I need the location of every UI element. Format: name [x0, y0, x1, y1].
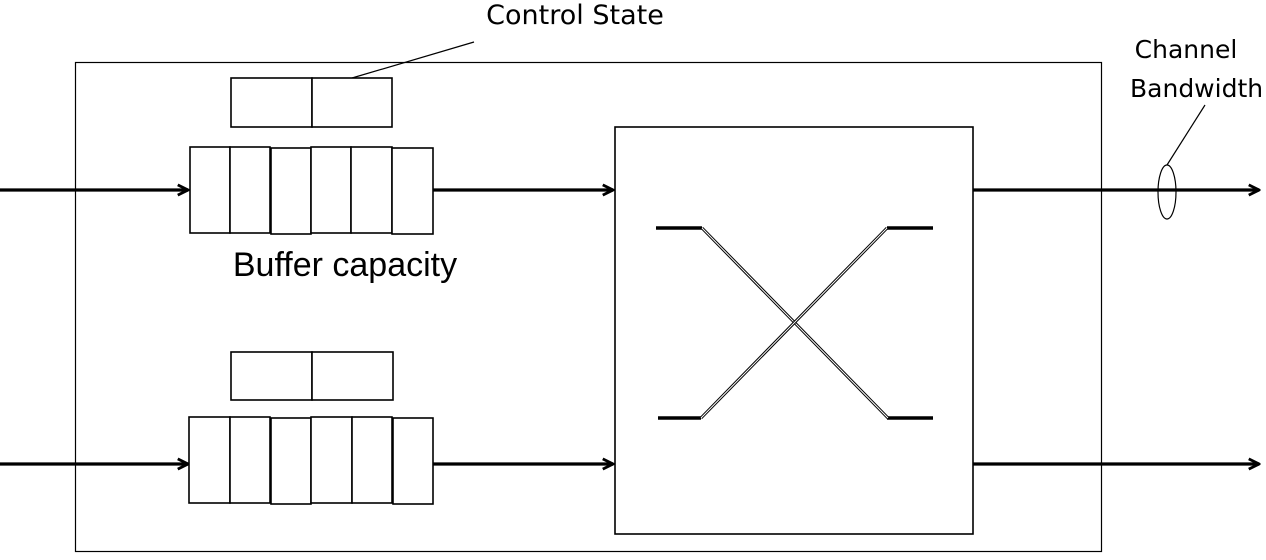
- control-state-field: [311, 351, 394, 401]
- control-state-field: [230, 77, 313, 128]
- buffer-slot: [189, 146, 231, 234]
- input-port-1: [0, 77, 613, 235]
- buffer-slot: [188, 416, 231, 504]
- crossbar-switch: [614, 126, 974, 535]
- control-state-field: [230, 351, 313, 401]
- buffer-capacity-label: Buffer capacity: [233, 246, 457, 284]
- buffer-slot: [229, 416, 271, 504]
- router-boundary: [74, 61, 1103, 553]
- control-state-field: [311, 77, 393, 128]
- input-port-2: [0, 351, 613, 505]
- control-state-1: [230, 77, 393, 128]
- buffer-slot: [351, 416, 393, 504]
- channel-bandwidth-ellipse: [1157, 164, 1177, 220]
- buffer-slot: [270, 147, 312, 235]
- input-buffer-2: [188, 416, 434, 505]
- buffer-slot: [350, 146, 393, 234]
- buffer-slot: [391, 147, 434, 235]
- buffer-slot: [392, 417, 434, 505]
- buffer-slot: [229, 146, 271, 234]
- channel-bandwidth-label-line1: Channel: [1135, 35, 1238, 64]
- buffer-slot: [270, 417, 312, 505]
- channel-bandwidth-leader-line: [1166, 104, 1206, 166]
- buffer-slot: [310, 146, 352, 234]
- crossbar-connection-2-to-1: [699, 226, 889, 420]
- channel-bandwidth-label-line2: Bandwidth: [1130, 74, 1263, 103]
- control-state-leader-line: [351, 41, 475, 79]
- control-state-2: [230, 351, 394, 401]
- control-state-label: Control State: [486, 0, 664, 31]
- crossbar-box: [614, 126, 974, 535]
- input-buffer-1: [189, 146, 434, 235]
- buffer-slot: [310, 416, 353, 504]
